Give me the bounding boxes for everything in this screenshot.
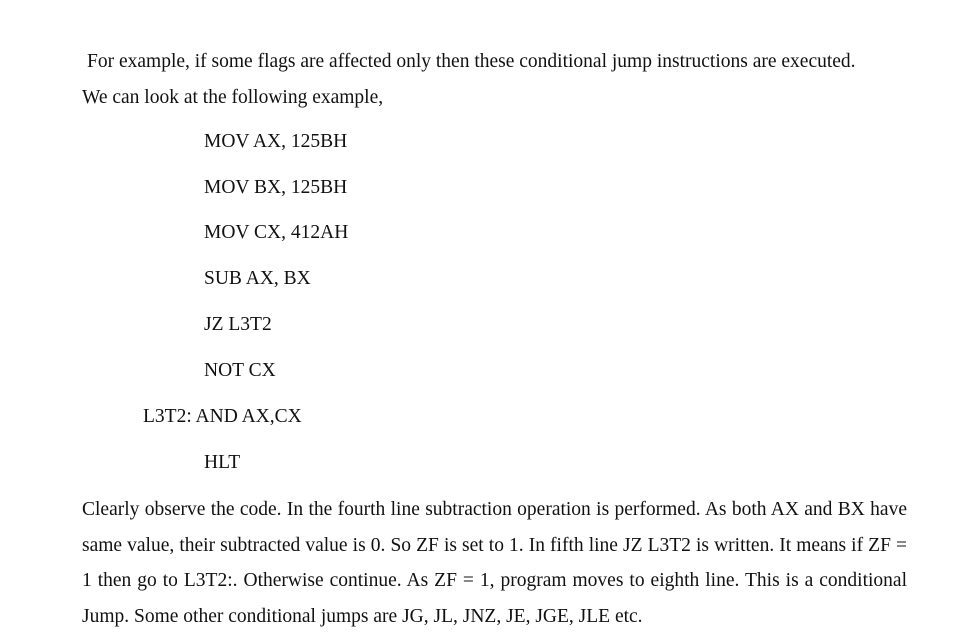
code-line-5: JZ L3T2 xyxy=(204,314,272,335)
code-line-1: MOV AX, 125BH xyxy=(204,131,348,152)
code-line-4: SUB AX, BX xyxy=(204,268,311,289)
code-line-6: NOT CX xyxy=(204,360,276,381)
code-line-8: HLT xyxy=(204,452,241,473)
intro-paragraph: For example, if some flags are affected … xyxy=(82,44,907,115)
explanation-paragraph: Clearly observe the code. In the fourth … xyxy=(82,499,907,627)
code-line-2: MOV BX, 125BH xyxy=(204,177,348,198)
code-line-7: L3T2: AND AX,CX xyxy=(143,406,302,427)
code-line-3: MOV CX, 412AH xyxy=(204,222,349,243)
intro-line-1: For example, if some flags are affected … xyxy=(87,51,856,72)
intro-line-2: We can look at the following example, xyxy=(82,86,384,108)
